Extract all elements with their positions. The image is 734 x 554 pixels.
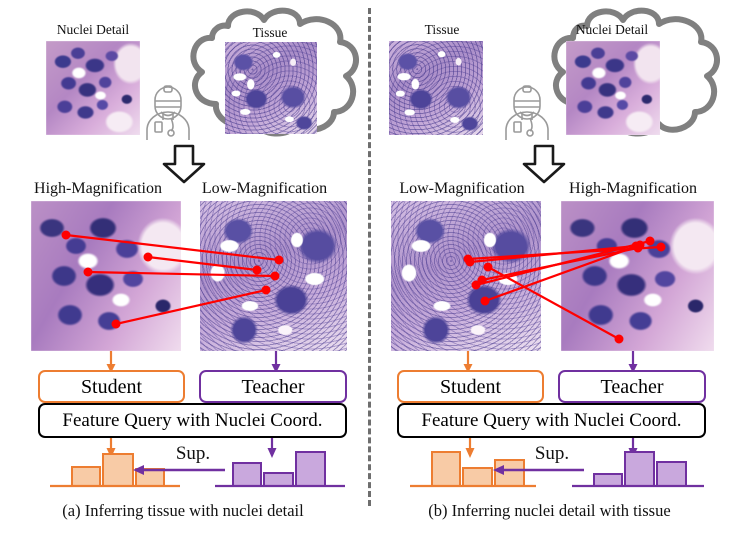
student-bars xyxy=(71,453,165,487)
panel-b-supervision-label: Sup. xyxy=(534,443,570,464)
panel-b-right-magnification-label: High-Magnification xyxy=(569,180,697,197)
panel-a-imagined-image xyxy=(225,42,317,134)
panel-a-feature-query-label: Feature Query with Nuclei Coord. xyxy=(62,410,323,431)
panel-a-teacher-distribution-chart xyxy=(215,451,345,488)
panel-a-left-magnification-image xyxy=(31,201,181,351)
panel-b-feature-query-box[interactable]: Feature Query with Nuclei Coord. xyxy=(397,403,706,438)
panel-a-observed-label: Nuclei Detail xyxy=(56,22,130,37)
panel-b-imagined-label: Nuclei Detail xyxy=(575,22,649,37)
panel-b-teacher-box[interactable]: Teacher xyxy=(558,370,706,403)
panel-b-caption: (b) Inferring nuclei detail with tissue xyxy=(428,501,671,520)
panel-a-supervision-label: Sup. xyxy=(175,443,211,464)
panel-b-teacher-label: Teacher xyxy=(600,375,664,398)
panel-a-left-magnification-label: High-Magnification xyxy=(34,180,162,197)
thought-cloud-icon xyxy=(190,7,359,137)
panel-a: Nuclei Detail Tissue High-Magnification … xyxy=(31,7,359,520)
panel-b-block-down-arrow-icon xyxy=(522,144,566,184)
panel-a-block-down-arrow-icon xyxy=(162,144,206,184)
panel-b-observed-label: Tissue xyxy=(424,22,460,37)
panel-a-caption: (a) Inferring tissue with nuclei detail xyxy=(62,501,304,520)
student-bars xyxy=(431,451,525,487)
panel-b-student-box[interactable]: Student xyxy=(397,370,544,403)
panel-a-student-label: Student xyxy=(80,375,143,398)
panel-a-student-box[interactable]: Student xyxy=(38,370,185,403)
panel-b-left-magnification-label: Low-Magnification xyxy=(399,180,525,197)
panel-a-teacher-label: Teacher xyxy=(241,375,305,398)
panel-b-left-magnification-image xyxy=(391,201,541,351)
teacher-bars xyxy=(593,451,687,487)
panel-a-imagined-label: Tissue xyxy=(252,25,288,40)
panel-b-imagined-image xyxy=(566,41,660,135)
panel-a-right-magnification-image xyxy=(200,201,347,351)
panel-b: Tissue Nuclei Detail Low-Magnification H… xyxy=(372,0,734,554)
panel-b-student-label: Student xyxy=(439,375,502,398)
pathologist-icon xyxy=(146,85,190,140)
panel-b-observed-image xyxy=(389,41,483,135)
panel-b-right-magnification-image xyxy=(561,201,714,351)
teacher-bars xyxy=(232,451,326,487)
panel-a-observed-image xyxy=(46,41,140,135)
vertical-dashed-divider xyxy=(368,8,371,506)
panel-b-pathologist-icon xyxy=(505,85,549,140)
panel-b-feature-query-label: Feature Query with Nuclei Coord. xyxy=(421,410,682,431)
panel-a-teacher-box[interactable]: Teacher xyxy=(199,370,347,403)
panel-b-teacher-distribution-chart xyxy=(572,451,704,488)
panel-a-feature-query-box[interactable]: Feature Query with Nuclei Coord. xyxy=(38,403,347,438)
panel-b-thought-cloud-icon xyxy=(551,7,720,137)
panel-a-right-magnification-label: Low-Magnification xyxy=(201,180,328,197)
